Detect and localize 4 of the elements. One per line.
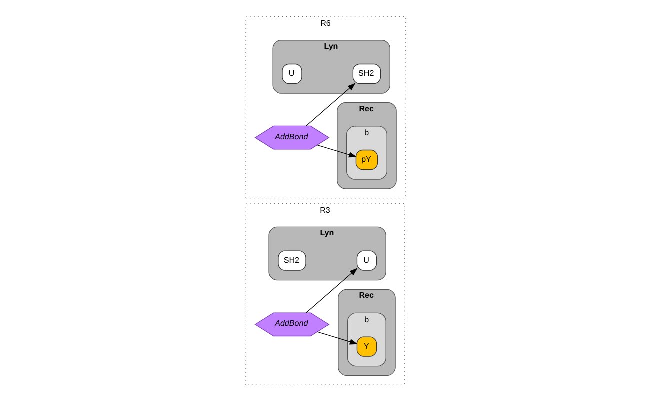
arrow bbox=[317, 332, 358, 345]
arrow bbox=[306, 268, 358, 314]
arrow bbox=[317, 144, 358, 158]
arrow bbox=[306, 83, 356, 127]
